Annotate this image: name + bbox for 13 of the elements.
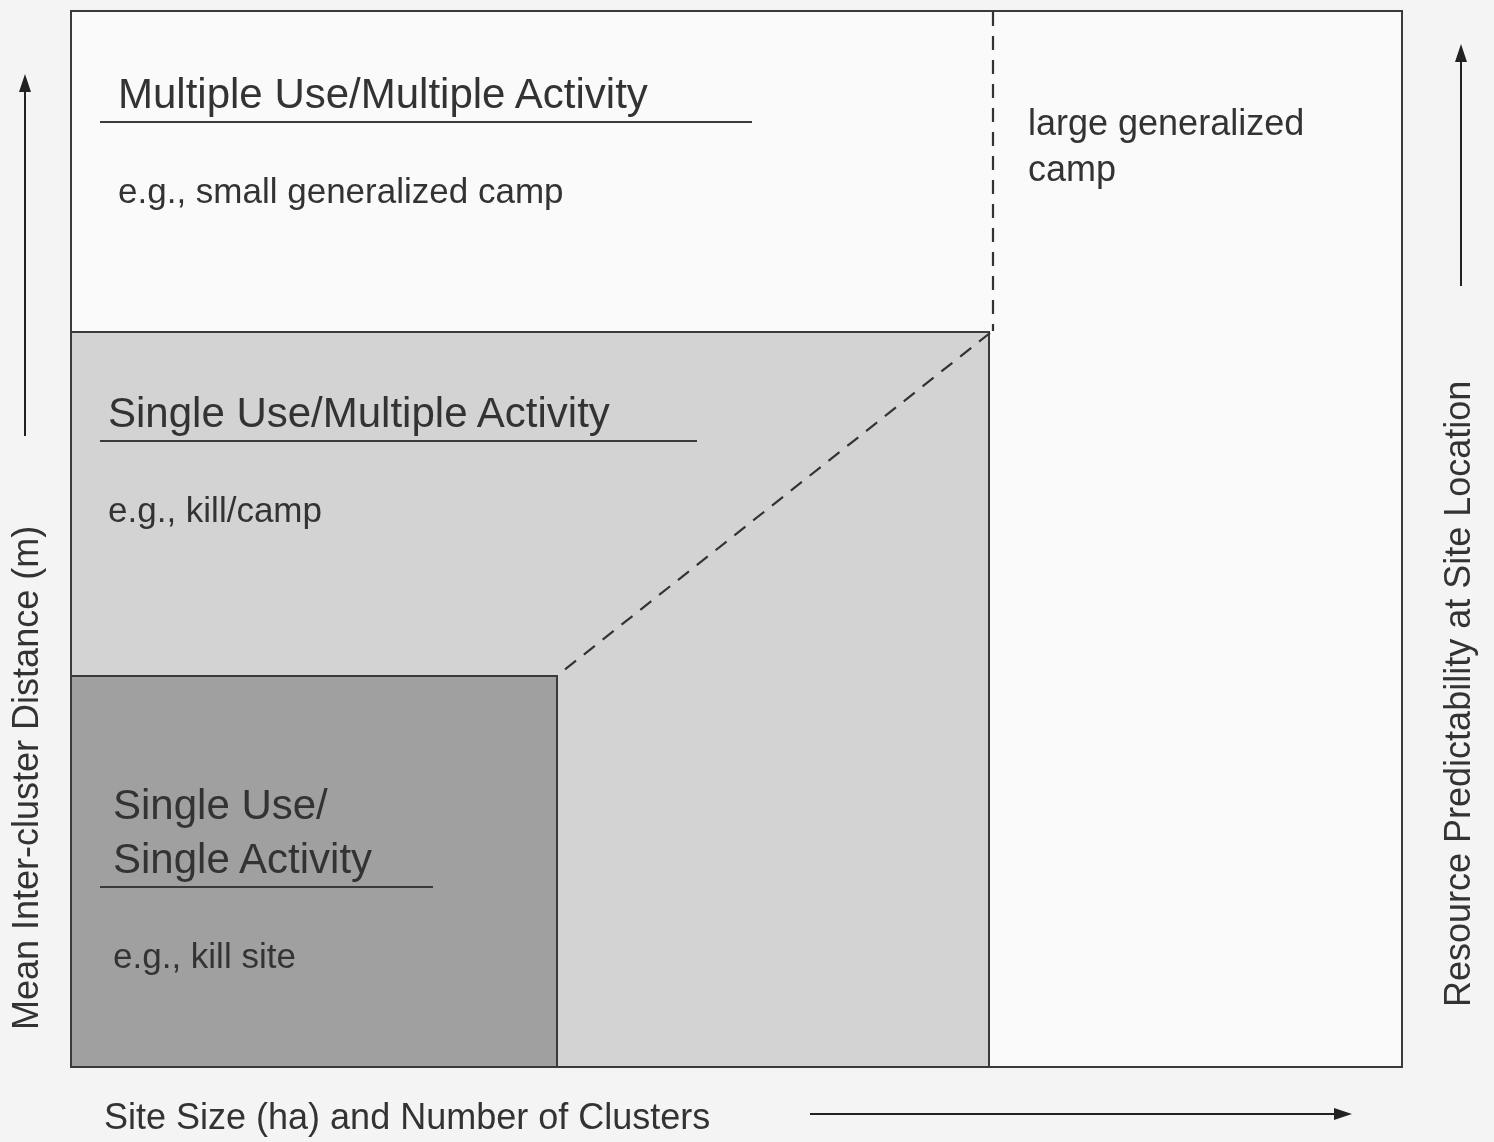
axis-label: Resource Predictability at Site Location	[1436, 380, 1479, 1007]
category-box	[70, 675, 558, 1068]
axis-label: Site Size (ha) and Number of Clusters	[104, 1095, 711, 1139]
axis-label: Mean Inter-cluster Distance (m)	[4, 525, 47, 1030]
category-heading: Multiple Use/Multiple Activity	[100, 69, 752, 123]
region-label: large generalized camp	[1028, 101, 1306, 191]
example-text: e.g., small generalized camp	[118, 170, 564, 212]
category-heading: Single Use/Multiple Activity	[100, 388, 697, 442]
category-heading: Single Use/ Single Activity	[100, 778, 433, 888]
example-text: e.g., kill/camp	[108, 489, 322, 531]
category-box	[70, 10, 1403, 1068]
category-box	[70, 331, 990, 1068]
example-text: e.g., kill site	[113, 935, 296, 977]
